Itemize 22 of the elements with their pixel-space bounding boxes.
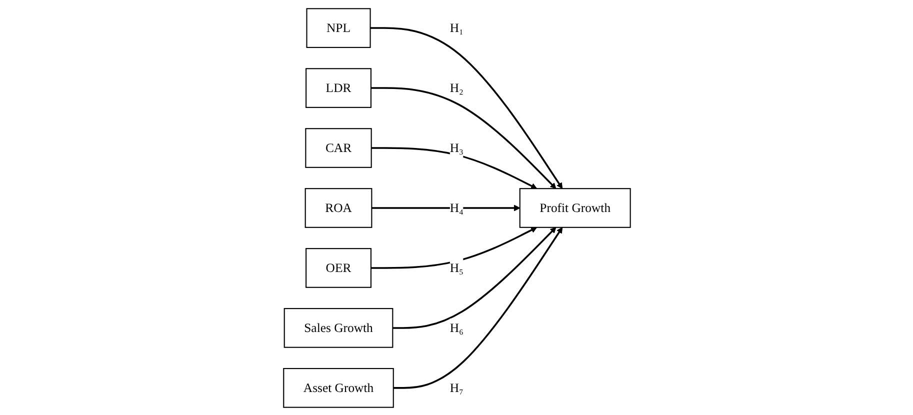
node-box: NPL — [306, 8, 370, 48]
node-box: Profit Growth — [518, 188, 630, 228]
node-box: Sales Growth — [283, 308, 393, 348]
node-box: LDR — [305, 68, 372, 108]
edge-label: H₇ — [449, 380, 463, 394]
edge-label: H₄ — [449, 200, 463, 214]
node-box: OER — [305, 248, 372, 288]
edge-label: H₅ — [449, 260, 463, 274]
node-box: CAR — [304, 128, 372, 168]
edge-label: H₃ — [449, 140, 463, 154]
arrow — [370, 26, 562, 188]
arrow — [392, 226, 556, 328]
edge-label: H₆ — [449, 320, 463, 334]
node-box: Asset Growth — [282, 368, 394, 408]
arrow — [371, 204, 520, 211]
arrow — [370, 86, 556, 188]
arrow — [392, 226, 562, 388]
edge-label: H₂ — [449, 80, 463, 94]
edge-label: H₁ — [449, 20, 463, 34]
arrow — [370, 146, 537, 188]
arrow — [370, 226, 537, 268]
node-box: ROA — [304, 188, 372, 228]
